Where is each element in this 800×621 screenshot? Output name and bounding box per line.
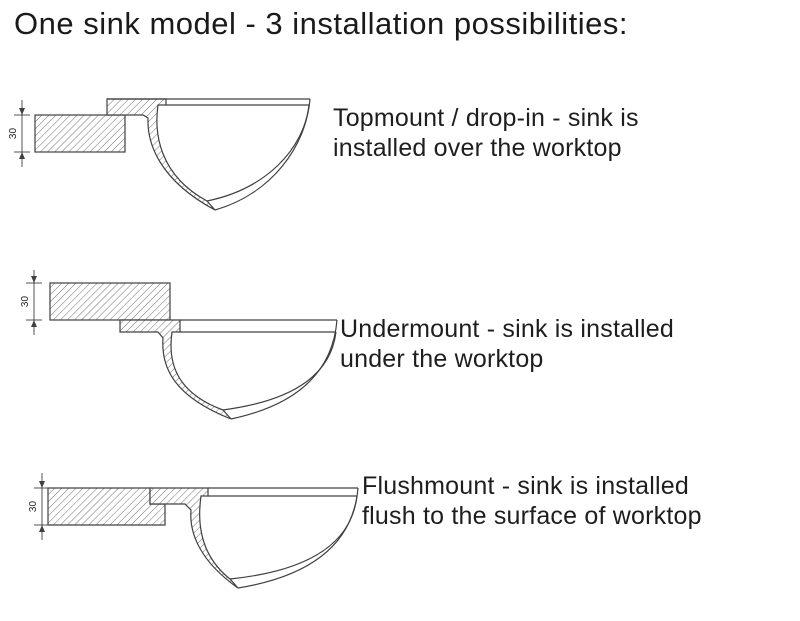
bowl-outer-arc [237,487,359,589]
sink-wall-section [106,98,216,211]
sink-cross-section [106,98,311,211]
worktop-cross-section [34,114,126,153]
undermount-caption: Undermount - sink is installed under the… [340,314,674,374]
worktop-cross-section [49,282,171,321]
dimension-annotation: 30 [8,100,30,167]
topmount-caption: Topmount / drop-in - sink is installed o… [333,103,639,163]
sink-cross-section [149,487,359,589]
arrow-down-icon [39,525,45,532]
worktop-cross-section [47,487,166,526]
sink-wall-section [119,319,232,420]
caption-line: flush to the surface of worktop [362,502,702,530]
arrow-up-icon [31,276,37,283]
diagram-undermount: 30 [20,270,338,420]
page-title: One sink model - 3 installation possibil… [14,6,628,41]
arrow-up-icon [39,481,45,488]
dimension-label: 30 [20,296,31,308]
diagram-flushmount: 30 [28,473,359,589]
caption-line: Undermount - sink is installed [340,315,674,343]
caption-line: Flushmount - sink is installed [362,472,689,500]
sink-wall-section [149,487,239,589]
bowl-inner-arc [206,104,310,202]
bowl-outer-arc [230,319,338,420]
dimension-annotation: 30 [28,473,50,540]
bowl-inner-arc [222,331,337,411]
sink-cross-section [119,319,338,420]
dimension-annotation: 30 [20,270,42,335]
caption-line: under the worktop [340,345,544,373]
caption-line: installed over the worktop [333,134,622,162]
diagram-topmount: 30 [8,98,311,211]
caption-line: Topmount / drop-in - sink is [333,104,639,132]
dimension-label: 30 [8,128,19,140]
bowl-outer-arc [214,98,311,211]
bowl-inner-arc [229,495,358,580]
arrow-down-icon [31,320,37,327]
flushmount-caption: Flushmount - sink is installed flush to … [362,471,702,531]
dimension-label: 30 [28,501,39,513]
arrow-down-icon [19,152,25,159]
arrow-up-icon [19,108,25,115]
